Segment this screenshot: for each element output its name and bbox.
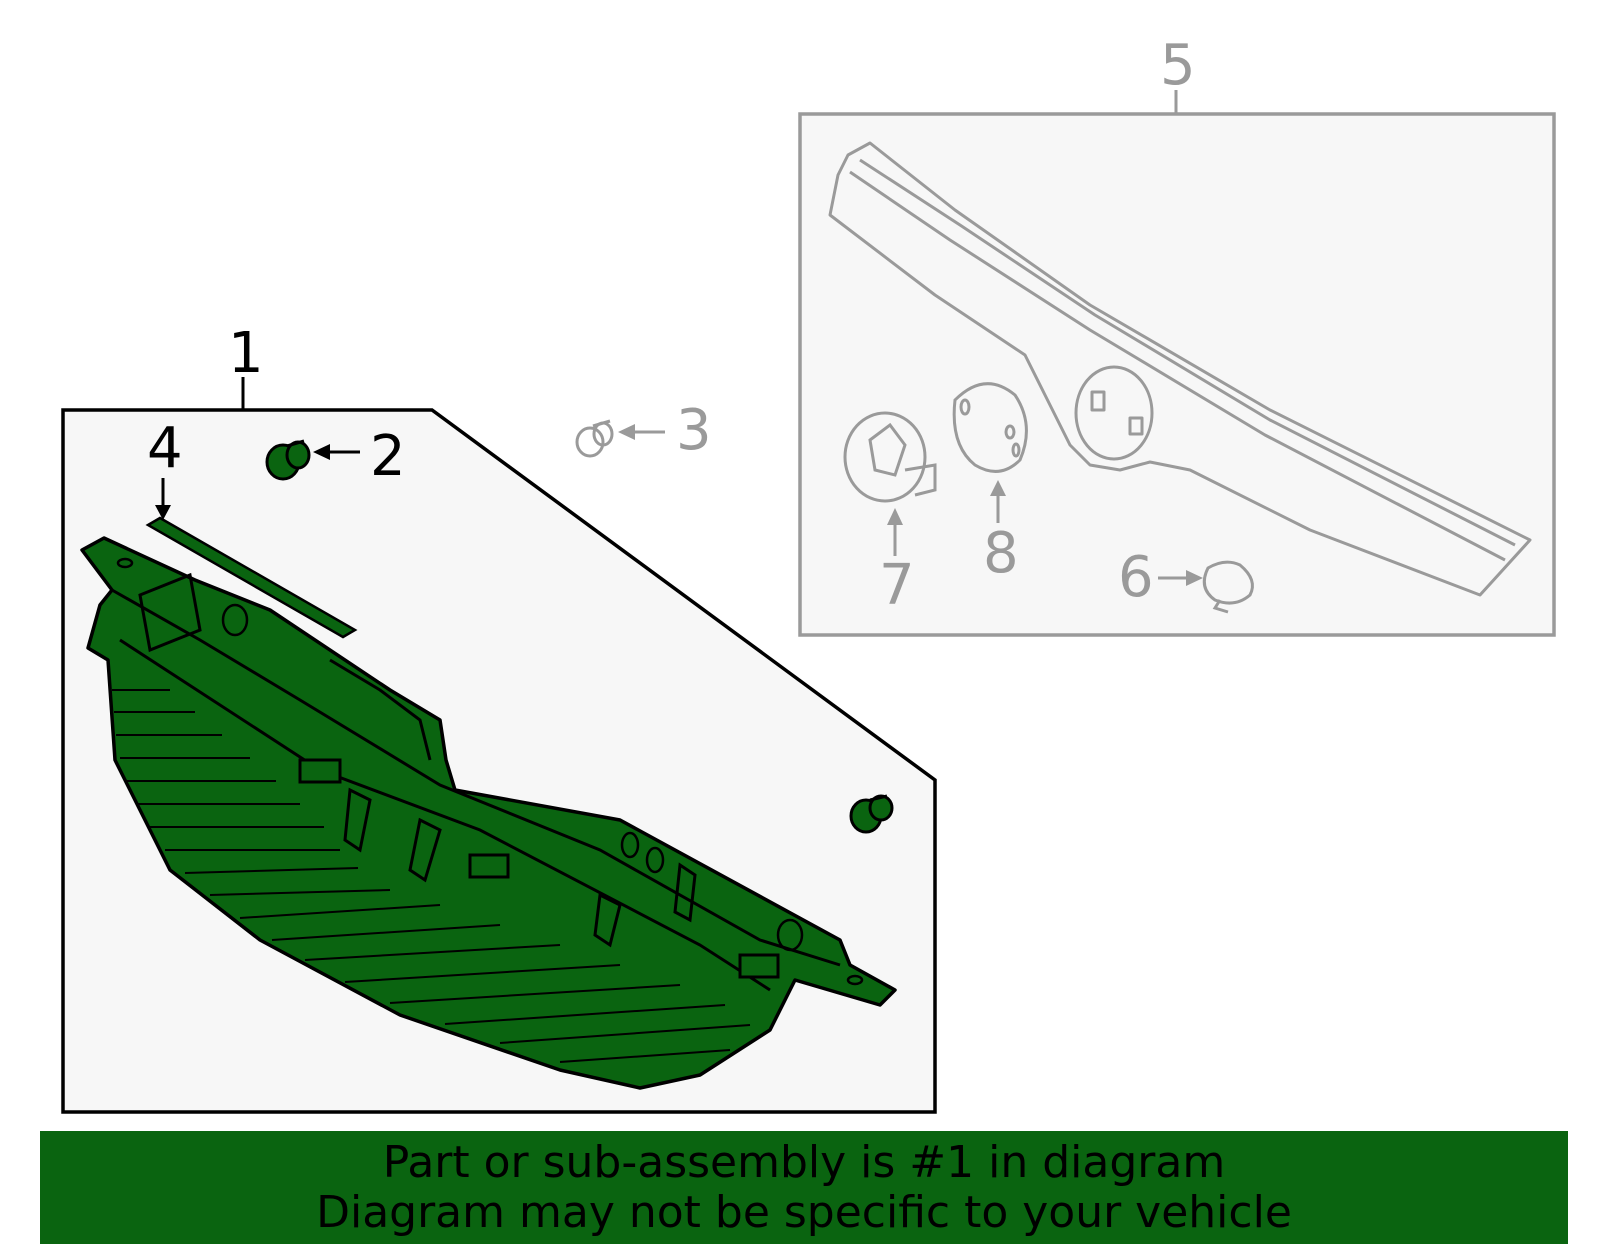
callout-1: 1 (228, 321, 264, 386)
arrow-6 (1158, 570, 1203, 586)
part-1-valance (80, 536, 897, 1090)
callout-2: 2 (370, 424, 406, 489)
part-2-clip-lower (849, 794, 894, 834)
info-banner: Part or sub-assembly is #1 in diagram Di… (40, 1131, 1568, 1244)
assembly-5-panel (798, 112, 1556, 637)
callout-8: 8 (983, 521, 1019, 586)
arrow-4 (155, 478, 171, 520)
banner-line-2: Diagram may not be specific to your vehi… (316, 1186, 1292, 1238)
part-3-clip (575, 419, 614, 458)
banner-line-1: Part or sub-assembly is #1 in diagram (382, 1136, 1226, 1188)
part-2-clip (265, 439, 311, 481)
part-4-strip (145, 516, 358, 639)
callout-3: 3 (676, 398, 712, 463)
part-6-clip (1202, 560, 1254, 614)
callout-6: 6 (1118, 545, 1154, 610)
arrow-7 (887, 508, 903, 556)
arrow-8 (990, 480, 1006, 523)
part-5-garnish (828, 141, 1532, 597)
part-8-cap (952, 382, 1028, 473)
arrow-2 (313, 444, 360, 460)
callout-4: 4 (147, 416, 183, 481)
part-7-bracket (843, 411, 937, 503)
callout-5: 5 (1160, 33, 1196, 98)
arrow-3 (618, 424, 665, 440)
callout-7: 7 (879, 553, 915, 618)
